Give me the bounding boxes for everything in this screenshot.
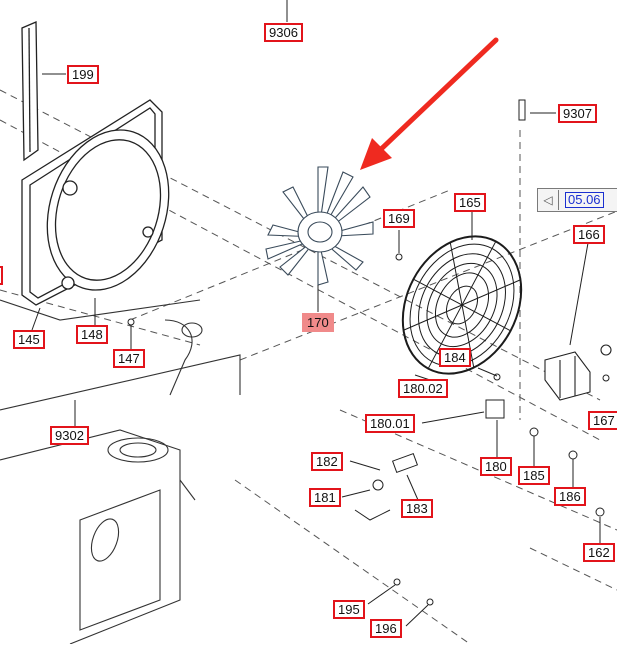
- callout-9307[interactable]: 9307: [558, 104, 597, 123]
- fan-shroud-drawing: [21, 99, 170, 306]
- callout-4[interactable]: 4: [0, 266, 4, 285]
- seal-strip-drawing: [21, 21, 39, 162]
- nav-back-icon[interactable]: ◁: [538, 190, 559, 210]
- small-parts-drawing: [127, 99, 610, 606]
- callout-165[interactable]: 165: [454, 193, 486, 212]
- page-reference-nav[interactable]: ◁ 05.06: [537, 188, 617, 212]
- leader-lines: [31, 0, 601, 627]
- callout-180[interactable]: 180: [480, 457, 512, 476]
- fan-guard-drawing: [401, 235, 523, 375]
- callout-148[interactable]: 148: [76, 325, 108, 344]
- callout-147[interactable]: 147: [113, 349, 145, 368]
- callout-180-01[interactable]: 180.01: [365, 414, 415, 433]
- callout-145[interactable]: 145: [13, 330, 45, 349]
- callout-166[interactable]: 166: [573, 225, 605, 244]
- callout-9302[interactable]: 9302: [50, 426, 89, 445]
- callout-196[interactable]: 196: [370, 619, 402, 638]
- red-pointer-arrow: [360, 37, 499, 170]
- callout-9306[interactable]: 9306: [264, 23, 303, 42]
- page-reference-link[interactable]: 05.06: [565, 192, 604, 208]
- fan-blade-drawing: [265, 166, 374, 286]
- callout-185[interactable]: 185: [518, 466, 550, 485]
- callout-186[interactable]: 186: [554, 487, 586, 506]
- callout-184[interactable]: 184: [439, 348, 471, 367]
- callout-181[interactable]: 181: [309, 488, 341, 507]
- callout-162[interactable]: 162: [583, 543, 615, 562]
- callout-199[interactable]: 199: [67, 65, 99, 84]
- callout-180-02[interactable]: 180.02: [398, 379, 448, 398]
- callout-167[interactable]: 167: [588, 411, 617, 430]
- callout-170[interactable]: 170: [302, 313, 334, 332]
- callout-169[interactable]: 169: [383, 209, 415, 228]
- callout-183[interactable]: 183: [401, 499, 433, 518]
- callout-195[interactable]: 195: [333, 600, 365, 619]
- motor-drawing: [544, 344, 612, 401]
- callout-182[interactable]: 182: [311, 452, 343, 471]
